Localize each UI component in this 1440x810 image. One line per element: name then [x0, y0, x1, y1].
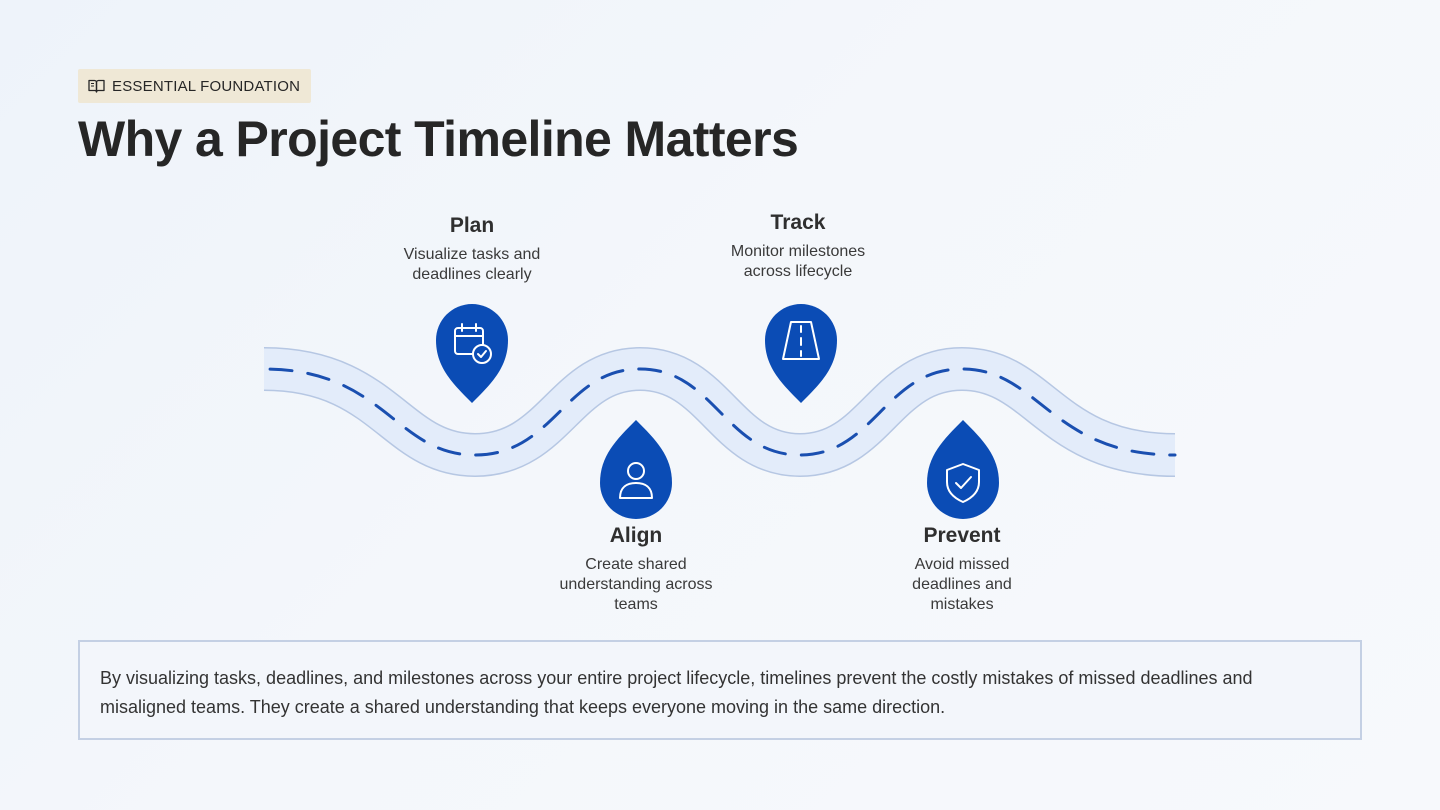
plan-pin: [436, 304, 508, 403]
stage-description: Create shared understanding across teams: [559, 556, 713, 613]
road-icon: [782, 321, 820, 360]
calendar-check-icon: [454, 323, 492, 364]
stage-description: Visualize tasks and deadlines clearly: [403, 246, 541, 283]
stage-title: Prevent: [923, 524, 1001, 547]
summary-box: By visualizing tasks, deadlines, and mil…: [78, 640, 1362, 740]
stage-description: Avoid missed deadlines and mistakes: [912, 556, 1012, 613]
prevent-pin: [927, 420, 999, 519]
category-badge: ESSENTIAL FOUNDATION: [78, 69, 312, 103]
align-pin: [600, 420, 672, 519]
road-center-dashes: [262, 367, 1177, 457]
stage-title: Plan: [449, 214, 495, 237]
stage-title: Track: [770, 211, 826, 234]
track-pin: [765, 304, 837, 403]
open-book-icon: [88, 79, 105, 93]
stage-track: Track Monitor milestones across lifecycl…: [678, 210, 918, 282]
stage-description: Monitor milestones across lifecycle: [730, 243, 866, 280]
shield-check-icon: [946, 463, 980, 503]
stage-plan: Plan Visualize tasks and deadlines clear…: [352, 213, 592, 285]
page-title: Why a Project Timeline Matters: [78, 111, 799, 167]
stage-title: Align: [609, 524, 663, 547]
badge-label: ESSENTIAL FOUNDATION: [112, 77, 301, 95]
winding-road: [262, 346, 1177, 478]
summary-text: By visualizing tasks, deadlines, and mil…: [100, 668, 1253, 717]
stage-prevent: Prevent Avoid missed deadlines and mista…: [842, 523, 1082, 615]
stage-align: Align Create shared understanding across…: [516, 523, 756, 615]
user-icon: [619, 462, 653, 499]
